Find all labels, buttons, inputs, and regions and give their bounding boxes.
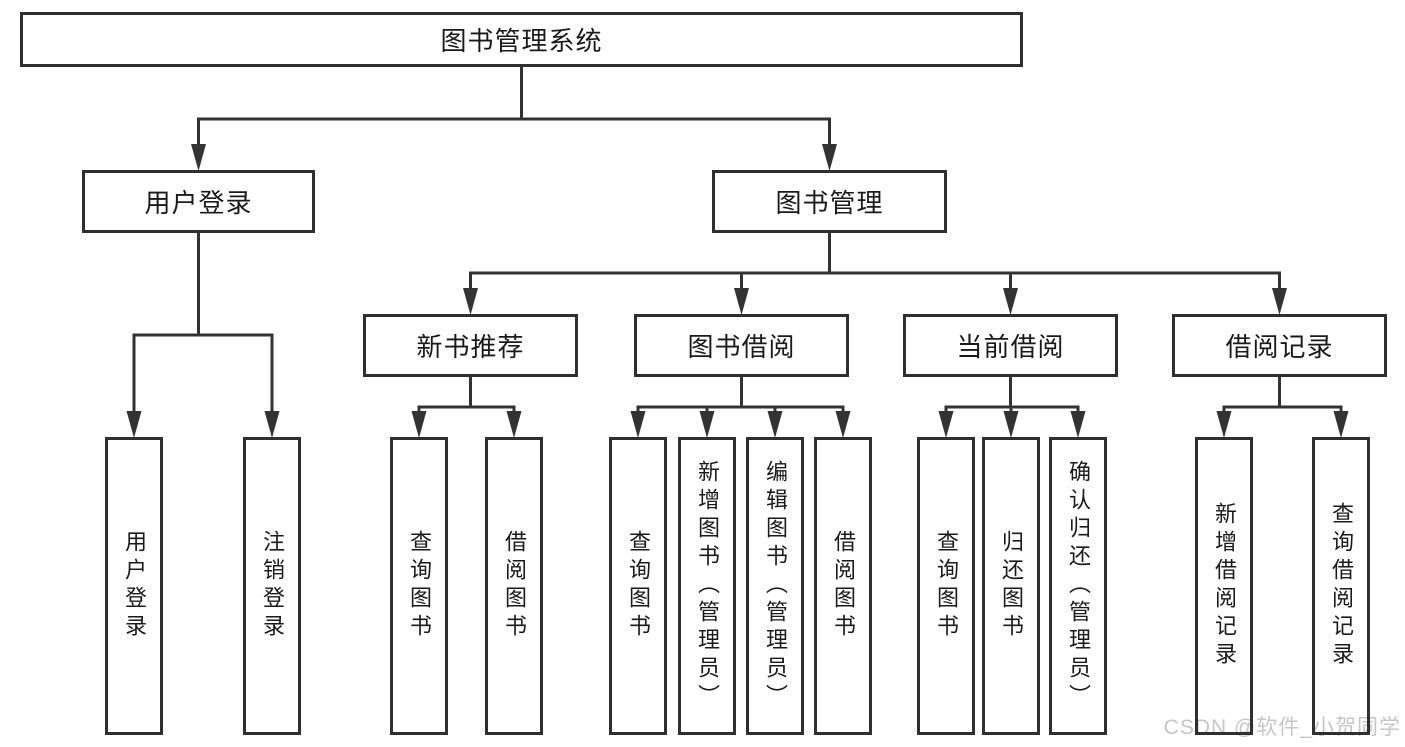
connector-root-to-level2 [191,65,837,171]
arrow-down-icon [1216,411,1232,438]
node-new-book-recommend: 新书推荐 [363,314,578,377]
arrow-down-icon [506,411,522,438]
arrow-down-icon [699,411,715,438]
arrow-down-icon [1003,288,1018,315]
node-label: 新增图书（管理员） [695,460,720,712]
node-cb-query-books: 查询图书 [917,437,975,735]
watermark: CSDN @软件_小贺同学 [1163,716,1401,739]
node-label: 当前借阅 [956,332,1065,362]
arrow-down-icon [1272,288,1287,315]
node-cb-confirm-return-admin: 确认归还（管理员） [1049,437,1107,735]
node-nbr-borrow-books: 借阅图书 [485,437,543,735]
node-label: 新增借阅记录 [1212,502,1237,670]
node-br-add-record: 新增借阅记录 [1195,437,1253,735]
connector-book-management-children [463,231,1287,315]
node-label: 注销登录 [260,530,285,642]
node-borrowing-records: 借阅记录 [1172,314,1387,377]
arrow-down-icon [822,144,837,171]
arrow-down-icon [1070,411,1086,438]
arrow-down-icon [126,411,142,438]
node-label: 用户登录 [122,530,147,642]
node-label: 归还图书 [999,530,1024,642]
node-label: 新书推荐 [416,332,525,362]
arrow-down-icon [411,411,427,438]
arrow-down-icon [1003,411,1019,438]
node-bb-add-books-admin: 新增图书（管理员） [678,437,736,735]
arrow-down-icon [767,411,783,438]
arrow-down-icon [938,411,954,438]
node-book-borrowing: 图书借阅 [634,314,849,377]
node-label: 借阅图书 [831,530,856,642]
connector-current-borrowing-children [938,375,1086,438]
node-current-borrowing: 当前借阅 [903,314,1118,377]
node-br-query-record: 查询借阅记录 [1312,437,1370,735]
arrow-down-icon [463,288,478,315]
node-label: 用户登录 [144,188,253,218]
node-label: 确认归还（管理员） [1066,460,1091,712]
node-library-management-system: 图书管理系统 [20,12,1023,67]
arrow-down-icon [191,144,206,171]
node-logout: 注销登录 [243,437,301,735]
node-label: 查询图书 [626,530,651,642]
node-bb-borrow-books: 借阅图书 [814,437,872,735]
node-label: 编辑图书（管理员） [763,460,788,712]
node-label: 查询图书 [407,530,432,642]
node-nbr-query-books: 查询图书 [390,437,448,735]
node-user-login-leaf: 用户登录 [105,437,163,735]
node-label: 借阅图书 [502,530,527,642]
connector-user-login-children [126,231,280,438]
node-label: 图书管理系统 [440,26,603,56]
arrow-down-icon [1333,411,1349,438]
node-label: 查询图书 [934,530,959,642]
node-user-login: 用户登录 [82,170,315,233]
arrow-down-icon [734,288,749,315]
connector-new-book-recommend-children [411,375,522,438]
arrow-down-icon [630,411,646,438]
node-book-management: 图书管理 [712,170,947,233]
node-cb-return-books: 归还图书 [982,437,1040,735]
connector-book-borrowing-children [630,375,851,438]
arrow-down-icon [835,411,851,438]
arrow-down-icon [264,411,280,438]
node-bb-query-books: 查询图书 [609,437,667,735]
connector-borrowing-records-children [1216,375,1349,438]
node-label: 借阅记录 [1225,332,1334,362]
node-label: 图书借阅 [687,332,796,362]
node-label: 图书管理 [775,188,884,218]
node-label: 查询借阅记录 [1329,502,1354,670]
node-bb-edit-books-admin: 编辑图书（管理员） [746,437,804,735]
